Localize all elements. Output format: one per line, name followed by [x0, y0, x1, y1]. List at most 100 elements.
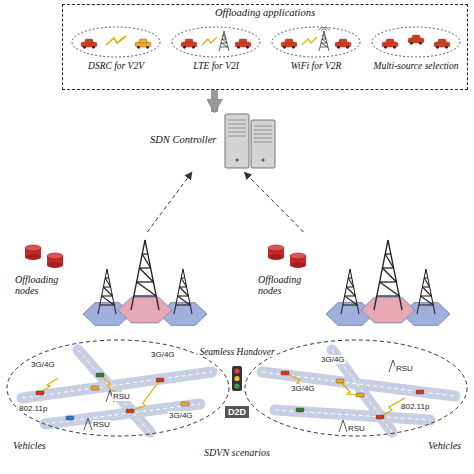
vehicle: [66, 416, 74, 420]
traffic-light: [232, 366, 242, 391]
application-oval: DSRC for V2V: [69, 21, 163, 87]
connector: [244, 172, 303, 232]
car-icon: [92, 46, 95, 49]
network-label: 3G/4G: [290, 384, 316, 393]
wireless-link: [40, 378, 58, 393]
car-icon: [335, 39, 351, 49]
tower-icon: [380, 281, 397, 282]
tower-icon: [377, 295, 399, 296]
server-icon: [228, 120, 246, 121]
tower-icon: [176, 304, 190, 305]
offloading-node-group: Offloading nodes: [15, 232, 205, 332]
wireless-link: [40, 373, 405, 417]
road-marking: [22, 350, 455, 432]
wireless-link: [285, 373, 312, 390]
network-label: RSU: [112, 392, 131, 401]
vehicle-area-shape: [243, 338, 469, 456]
wireless-link: [380, 398, 405, 417]
application-oval-shape: [106, 36, 126, 45]
tower-icon: [178, 295, 189, 296]
tower-icon: [139, 268, 153, 282]
tower-icon: [374, 240, 402, 310]
server-icon: [254, 134, 272, 135]
network-label: RSU: [395, 364, 414, 373]
road: [332, 350, 392, 432]
node-label: Offloading nodes: [258, 274, 320, 296]
tower-icon: [174, 269, 183, 314]
tower-icon: [385, 254, 393, 268]
road: [78, 350, 150, 432]
tower-icon: [131, 240, 145, 310]
server-icon: [254, 138, 272, 139]
application-oval: Multi-source selection: [369, 21, 463, 87]
application-oval-shape: [369, 21, 463, 87]
node-cylinder: [25, 245, 41, 251]
vehicle: [376, 415, 384, 419]
application-oval-shape: [269, 21, 363, 87]
car-icon: [183, 46, 186, 49]
car-icon: [146, 46, 149, 49]
rsu-symbol: [339, 420, 347, 432]
connector: [231, 352, 243, 353]
tower-icon: [102, 296, 115, 305]
car-icon: [292, 46, 295, 49]
vehicle: [336, 379, 344, 383]
tower-icon: [323, 35, 326, 39]
tower-icon: [417, 269, 435, 314]
tower-icon: [422, 287, 431, 296]
tower-icon: [131, 240, 159, 310]
node-label: SDN Controller: [150, 134, 216, 146]
car-icon: [346, 46, 349, 49]
tower-icon: [319, 31, 329, 51]
tower-icon: [341, 269, 359, 314]
vehicle: [156, 378, 164, 382]
traffic-light: [234, 383, 239, 388]
car-icon: [445, 46, 448, 49]
node-cylinder: [290, 253, 306, 259]
cell-hexagon: [118, 297, 172, 323]
connector: [147, 172, 192, 232]
vehicle-area-shape: [5, 338, 231, 456]
tower-icon: [220, 47, 228, 48]
application-frame: DSRC for V2V LTE for V2I WiFi for V2R Multi…: [62, 4, 468, 90]
wireless-link: [130, 380, 160, 411]
node-cylinder: [290, 262, 306, 268]
tower-icon: [380, 282, 400, 296]
server-icon: [225, 114, 249, 168]
server-icon: [262, 159, 265, 162]
tower-icon: [98, 269, 116, 314]
rsu-symbol: [106, 390, 114, 402]
application-oval: LTE for V2I: [169, 21, 263, 87]
edge-label: Seamless Handover: [197, 347, 276, 357]
tower-icon: [137, 282, 157, 296]
tower-icon: [421, 295, 432, 296]
server-icon: [225, 114, 249, 168]
server-icon: [254, 130, 272, 131]
offloading-node-group: Offloading nodes: [258, 232, 448, 332]
tower-icon: [343, 304, 357, 305]
application-oval-shape: [202, 37, 217, 45]
car-icon: [337, 46, 340, 49]
node-label: Multi-source selection: [369, 61, 463, 71]
car-icon: [339, 39, 347, 43]
server-icon: [254, 142, 272, 143]
node-label: WiFi for V2R: [269, 61, 363, 71]
car-icon: [412, 35, 420, 39]
server-icon: [228, 132, 246, 133]
node-label: Vehicles: [428, 440, 461, 451]
edge-label: D2D: [225, 406, 249, 418]
tower-icon: [178, 296, 191, 305]
node-label: LTE for V2I: [169, 61, 263, 71]
vehicle-area: Vehicles: [5, 338, 231, 456]
vehicle: [91, 386, 99, 390]
node-cylinder: [47, 253, 63, 268]
scene-caption: SDVN scenarios: [203, 447, 271, 458]
tower-icon: [219, 31, 224, 51]
network-label: 3G/4G: [320, 355, 346, 364]
tower-icon: [100, 304, 114, 305]
tower-icon: [181, 278, 186, 287]
tower-icon: [421, 296, 434, 305]
node-cylinder: [47, 262, 63, 268]
